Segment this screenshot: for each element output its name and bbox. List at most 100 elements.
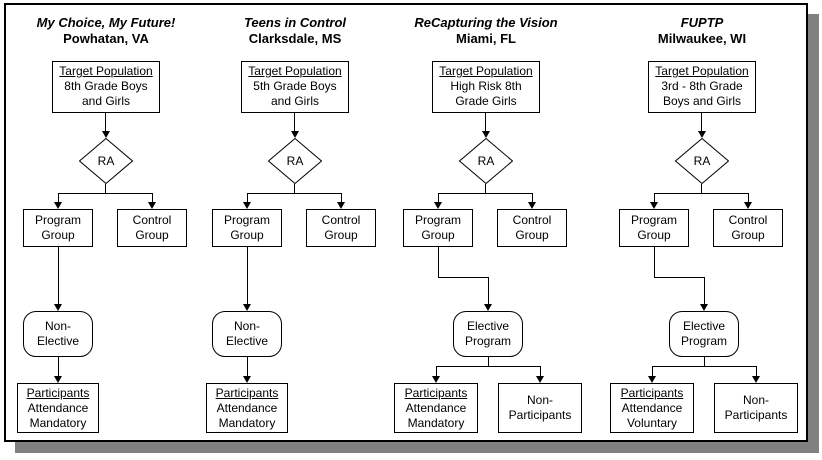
control-group-label: Control Group xyxy=(132,213,172,242)
participants-heading: Participants xyxy=(215,386,279,400)
participants-box: Participants Attendance Voluntary xyxy=(610,383,694,433)
connector-line xyxy=(704,357,705,367)
target-population-heading: Target Population xyxy=(655,64,749,78)
target-population-box: Target Population High Risk 8th Grade Gi… xyxy=(432,61,540,113)
program-group-box: Program Group xyxy=(619,209,689,247)
target-population-detail: 8th Grade Boys and Girls xyxy=(64,79,148,108)
connector-line xyxy=(652,366,757,367)
diagram-frame: My Choice, My Future! Powhatan, VA Targe… xyxy=(4,3,808,442)
connector-line xyxy=(436,366,437,377)
connector-line xyxy=(654,193,655,203)
control-group-box: Control Group xyxy=(306,209,376,247)
non-elective-label: Non- Elective xyxy=(36,319,80,348)
connector-line xyxy=(58,193,153,194)
participants-detail: Attendance Voluntary xyxy=(621,401,683,430)
arrow-down-icon xyxy=(291,131,299,138)
connector-line xyxy=(704,277,705,305)
target-population-detail: 3rd - 8th Grade Boys and Girls xyxy=(661,79,743,108)
participants-heading: Participants xyxy=(404,386,468,400)
participants-detail: Attendance Mandatory xyxy=(27,401,89,430)
connector-line xyxy=(436,366,541,367)
participants-box: Participants Attendance Mandatory xyxy=(17,383,99,433)
control-group-label: Control Group xyxy=(512,213,552,242)
program-group-label: Program Group xyxy=(630,213,677,242)
arrow-down-icon xyxy=(700,304,708,311)
arrow-down-icon xyxy=(744,202,752,209)
program-title: My Choice, My Future! xyxy=(36,15,176,30)
ra-label: RA xyxy=(477,154,495,168)
arrow-down-icon xyxy=(54,376,62,383)
connector-line xyxy=(488,357,489,367)
control-group-box: Control Group xyxy=(117,209,187,247)
diamond-shape xyxy=(267,137,323,185)
arrow-down-icon xyxy=(148,202,156,209)
connector-line xyxy=(247,193,342,194)
participants-heading: Participants xyxy=(620,386,684,400)
arrow-down-icon xyxy=(102,131,110,138)
non-participants-box: Non- Participants xyxy=(498,383,582,433)
connector-line xyxy=(341,193,342,203)
arrow-down-icon xyxy=(243,376,251,383)
connector-line xyxy=(488,277,489,305)
program-location: Clarksdale, MS xyxy=(248,31,342,46)
connector-line xyxy=(532,193,533,203)
target-population-heading: Target Population xyxy=(439,64,533,78)
connector-line xyxy=(438,193,439,203)
random-assignment-diamond: RA xyxy=(78,137,134,185)
connector-line xyxy=(540,366,541,377)
connector-line xyxy=(654,277,705,278)
arrow-down-icon xyxy=(650,202,658,209)
program-group-box: Program Group xyxy=(23,209,93,247)
participants-box: Participants Attendance Mandatory xyxy=(394,383,478,433)
diamond-shape xyxy=(458,137,514,185)
connector-line xyxy=(58,247,59,304)
connector-line xyxy=(654,193,749,194)
non-participants-label: Non- Participants xyxy=(724,393,788,422)
non-participants-label: Non- Participants xyxy=(508,393,572,422)
arrow-down-icon xyxy=(528,202,536,209)
elective-program-label: Elective Program xyxy=(464,319,511,348)
control-group-label: Control Group xyxy=(728,213,768,242)
connector-line xyxy=(247,357,248,377)
elective-program-box: Elective Program xyxy=(669,311,739,357)
arrow-down-icon xyxy=(434,202,442,209)
random-assignment-diamond: RA xyxy=(674,137,730,185)
connector-line xyxy=(654,247,655,278)
connector-line xyxy=(652,366,653,377)
arrow-down-icon xyxy=(482,131,490,138)
elective-program-label: Elective Program xyxy=(680,319,727,348)
connector-line xyxy=(748,193,749,203)
connector-line xyxy=(247,193,248,203)
control-group-box: Control Group xyxy=(497,209,567,247)
program-group-label: Program Group xyxy=(414,213,461,242)
ra-label: RA xyxy=(693,154,711,168)
arrow-down-icon xyxy=(752,376,760,383)
program-group-box: Program Group xyxy=(403,209,473,247)
program-title: Teens in Control xyxy=(243,15,347,30)
connector-line xyxy=(294,184,295,194)
column-powhatan-va: My Choice, My Future! Powhatan, VA Targe… xyxy=(10,5,206,440)
connector-line xyxy=(438,247,439,278)
participants-detail: Attendance Mandatory xyxy=(216,401,278,430)
connector-line xyxy=(756,366,757,377)
target-population-box: Target Population 5th Grade Boys and Gir… xyxy=(241,61,349,113)
arrow-down-icon xyxy=(698,131,706,138)
connector-line xyxy=(58,357,59,377)
diamond-shape xyxy=(674,137,730,185)
arrow-down-icon xyxy=(484,304,492,311)
participants-box: Participants Attendance Mandatory xyxy=(206,383,288,433)
connector-line xyxy=(485,113,486,132)
connector-line xyxy=(105,184,106,194)
non-elective-label: Non- Elective xyxy=(225,319,269,348)
target-population-box: Target Population 8th Grade Boys and Gir… xyxy=(52,61,160,113)
arrow-down-icon xyxy=(54,304,62,311)
ra-label: RA xyxy=(97,154,115,168)
program-location: Powhatan, VA xyxy=(63,31,149,46)
arrow-down-icon xyxy=(648,376,656,383)
participants-detail: Attendance Mandatory xyxy=(405,401,467,430)
arrow-down-icon xyxy=(243,304,251,311)
program-location: Milwaukee, WI xyxy=(657,31,747,46)
random-assignment-diamond: RA xyxy=(267,137,323,185)
non-participants-box: Non- Participants xyxy=(714,383,798,433)
ra-label: RA xyxy=(286,154,304,168)
